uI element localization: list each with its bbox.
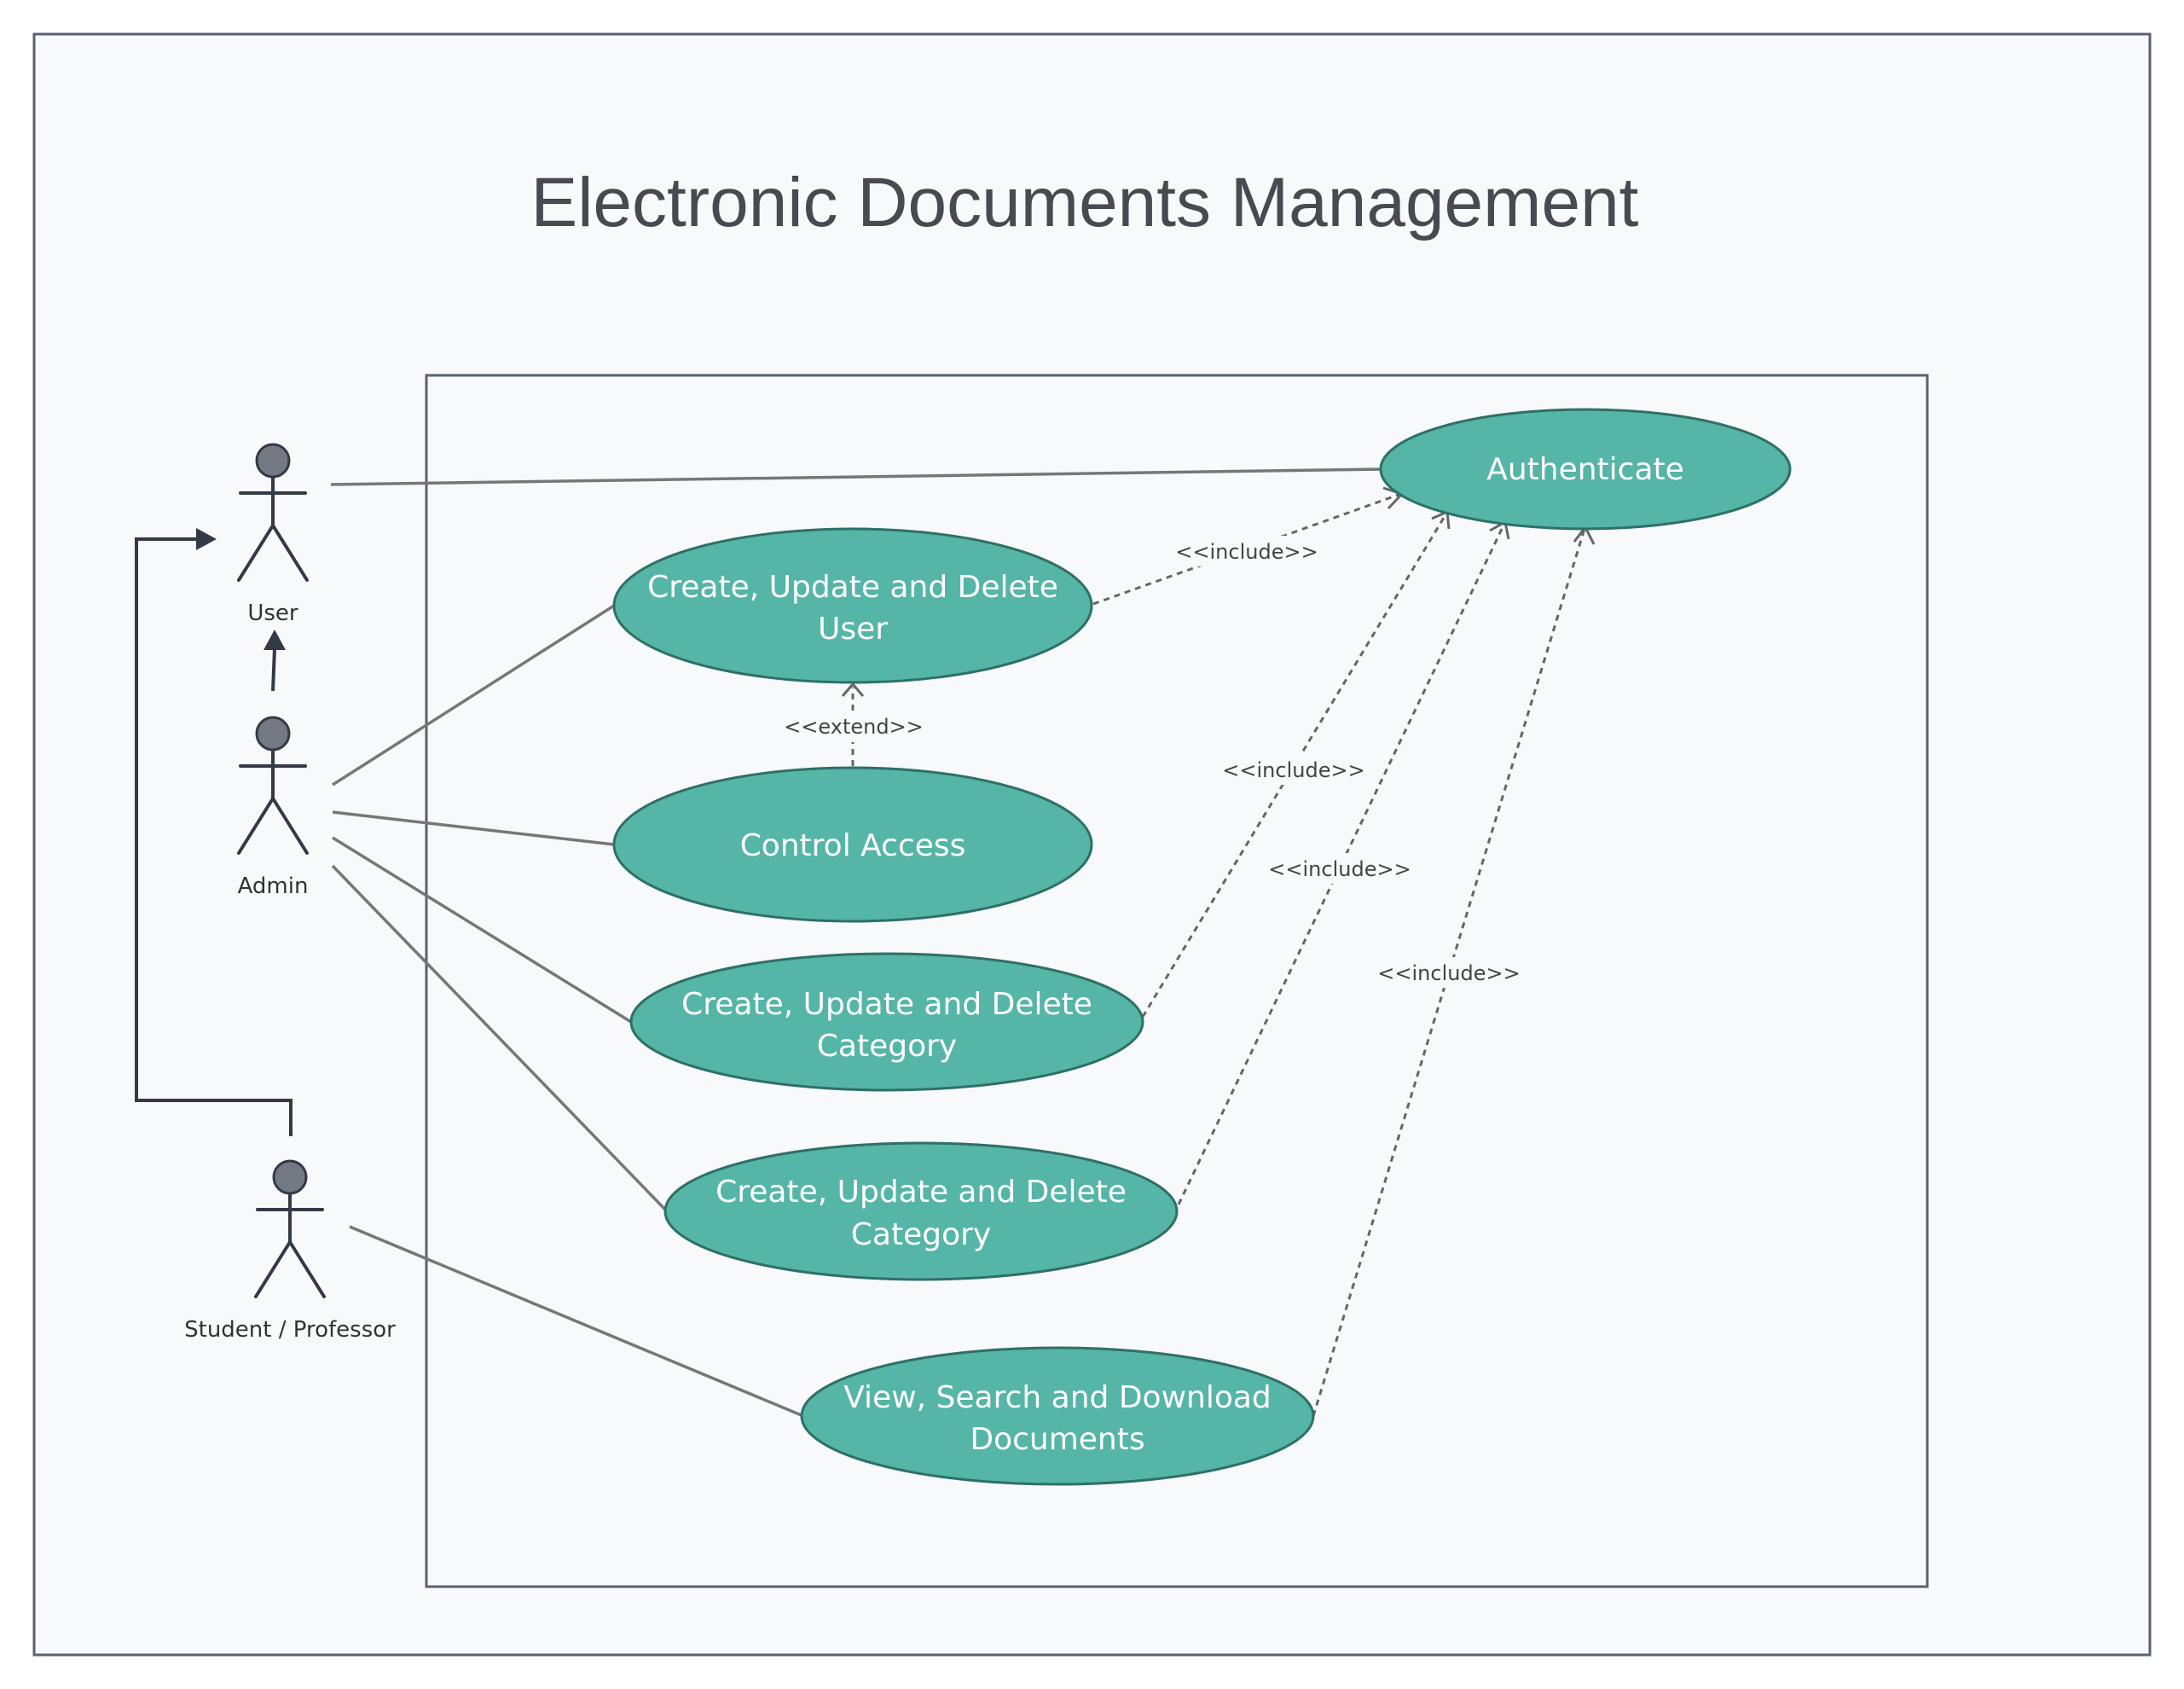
actor-student-professor[interactable]: Student / Professor — [184, 1159, 396, 1343]
extend-label: <<extend>> — [784, 715, 924, 739]
assoc-admin-control-access — [332, 810, 615, 846]
actor-label: Admin — [238, 874, 309, 899]
usecase-label: Create, Update and Delete — [715, 1175, 1127, 1210]
generalization-arrowhead — [264, 630, 286, 650]
label-bg — [1226, 754, 1363, 785]
usecase-create-update-delete-category[interactable]: Create, Update and Delete Category — [629, 952, 1144, 1092]
assoc-user-authenticate — [330, 467, 1384, 486]
usecase-create-update-delete-category-2[interactable]: Create, Update and Delete Category — [663, 1141, 1179, 1281]
usecase-label: Create, Update and Delete — [647, 570, 1058, 605]
label-bg — [1272, 853, 1409, 884]
usecase-label: View, Search and Download — [843, 1380, 1272, 1415]
assoc-student-view-docs — [349, 1225, 804, 1418]
usecase-label: Control Access — [740, 828, 966, 863]
assoc-admin-category-1 — [332, 836, 632, 1024]
usecase-authenticate[interactable]: Authenticate — [1379, 408, 1792, 531]
stick-figure-icon — [237, 476, 309, 582]
include-cud-user — [1092, 493, 1399, 606]
actor-head-icon — [255, 716, 291, 752]
usecase-create-update-delete-user[interactable]: Create, Update and Delete User — [612, 527, 1093, 684]
assoc-admin-cud-user — [332, 604, 615, 786]
usecase-label: Authenticate — [1486, 452, 1684, 487]
label-bg — [1179, 536, 1315, 566]
include-label: <<include>> — [1377, 961, 1520, 985]
actor-user[interactable]: User — [237, 443, 309, 626]
actor-label: User — [247, 601, 298, 626]
usecase-label: Documents — [970, 1422, 1144, 1457]
usecase-label: User — [818, 612, 888, 647]
usecase-control-access[interactable]: Control Access — [612, 766, 1093, 923]
usecase-label: Category — [817, 1029, 957, 1064]
usecase-view-search-download-documents[interactable]: View, Search and Download Documents — [800, 1346, 1315, 1486]
generalization-arrowhead — [196, 528, 217, 550]
stick-figure-icon — [254, 1193, 326, 1298]
usecase-label: Create, Update and Delete — [681, 987, 1092, 1022]
assoc-admin-category-2 — [331, 864, 669, 1213]
include-label: <<include>> — [1175, 540, 1318, 564]
actor-head-icon — [272, 1159, 308, 1195]
actor-label: Student / Professor — [184, 1317, 396, 1343]
actor-head-icon — [255, 443, 291, 479]
include-label: <<include>> — [1222, 758, 1364, 782]
usecase-label: Category — [851, 1217, 991, 1252]
label-bg — [1382, 957, 1518, 988]
stick-figure-icon — [237, 749, 309, 855]
generalization-admin-user — [271, 647, 276, 692]
label-bg — [790, 711, 918, 742]
generalization-student-user — [135, 537, 293, 1136]
include-label: <<include>> — [1268, 857, 1411, 881]
extend-arrowhead — [841, 682, 865, 697]
diagram-title: Electronic Documents Management — [531, 164, 1639, 241]
actor-admin[interactable]: Admin — [237, 716, 309, 899]
